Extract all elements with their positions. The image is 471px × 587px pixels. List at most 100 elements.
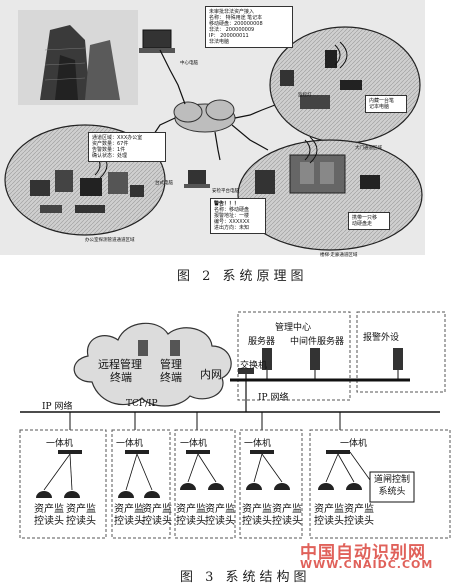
building-photo <box>18 10 138 105</box>
terminal-icons <box>138 340 180 356</box>
figure-2-caption: 图 2 系统原理图 <box>177 269 308 284</box>
unit-label: 一体机 <box>340 439 368 449</box>
remote-terminal-line: 终端 <box>110 371 132 384</box>
reader-label-line: 控读头 <box>34 516 64 527</box>
remote-terminal-label: 远程管理 终端 <box>98 358 142 384</box>
region-stairs-label: 楼梯·走廊通道区域 <box>320 253 358 258</box>
reader-label: 资产监控读头 <box>242 504 272 528</box>
mgmt-terminal-line: 终端 <box>160 371 182 384</box>
reader-label-line: 资产监 <box>272 504 302 515</box>
center-pc-label: 中心电脑 <box>180 61 198 66</box>
reader-label-line: 资产监 <box>142 504 172 515</box>
reader-label: 资产监控读头 <box>114 504 144 528</box>
note-line: 确认状态：处理 <box>92 153 128 159</box>
note-line: 资产数量：67件 <box>92 141 129 147</box>
security-terminal-icon <box>184 170 210 188</box>
gate-control-box <box>369 471 415 503</box>
mgmt-center-label: 管理中心 <box>275 323 312 333</box>
remote-terminal-line: 远程管理 <box>98 358 142 371</box>
note-line: 名称： 特殊用途 笔记本 <box>209 15 263 21</box>
note-line: 内藏一台笔 <box>369 98 395 104</box>
mgmt-terminal-label: 管理 终端 <box>160 358 182 384</box>
mgmt-center-box <box>237 311 351 401</box>
reader-label-line: 控读头 <box>176 516 206 527</box>
guard-lamp-label: 监控灯 <box>298 93 312 98</box>
note-line: 名称：移动硬盘 <box>214 207 250 213</box>
ip-network-left-label: IP 网络 <box>42 402 73 412</box>
reader-label: 资产监控读头 <box>34 504 64 528</box>
note-line: 进出方向：未知 <box>214 225 250 231</box>
note-line: 编号：XXXXXX <box>214 219 250 225</box>
note-line: 通道区域：XXX办公室 <box>92 135 143 141</box>
figure-2-system-principle: 未审批非法资产接入 名称： 特殊用途 笔记本 移动硬盘：200000008 非法… <box>0 0 471 284</box>
gate-control-line: 系统头 <box>378 487 406 497</box>
alarm-note: 警告！！！ 名称：移动硬盘 报警地址：一楼 编号：XXXXXX 进出方向：未知 <box>210 198 266 234</box>
watermark-cn: 中国自动识别网 <box>300 543 426 563</box>
note-line: IP： 200000011 <box>209 33 249 39</box>
unit-label: 一体机 <box>116 439 144 449</box>
region-office-label: 办公室探测管道通道区域 <box>85 238 135 243</box>
reader-label-line: 控读头 <box>142 516 172 527</box>
reader-label: 资产监控读头 <box>176 504 206 528</box>
note-line: 携带一只移 <box>352 215 378 221</box>
reader-label-line: 资产监 <box>176 504 206 515</box>
reader-label-line: 资产监 <box>242 504 272 515</box>
note-line: 报警地址：一楼 <box>214 213 250 219</box>
reader-label: 资产监控读头 <box>142 504 172 528</box>
security-terminal-label: 安检平台电脑 <box>212 189 239 194</box>
reader-label-line: 控读头 <box>242 516 272 527</box>
note-line: 警告！！！ <box>214 201 240 207</box>
reader-label: 资产监控读头 <box>344 504 374 528</box>
drop-lines <box>69 412 341 430</box>
cloud-shape <box>73 322 232 407</box>
tcp-ip-label: TCP/IP <box>126 399 158 409</box>
alarm-box <box>356 311 446 393</box>
reader-label: 资产监控读头 <box>314 504 344 528</box>
network-cloud <box>173 99 236 133</box>
reader-label-line: 控读头 <box>114 516 144 527</box>
note-line: 非法电脑 <box>209 39 230 45</box>
reader-label: 资产监控读头 <box>66 504 96 528</box>
region-gate-label: 大门通道区域 <box>355 146 382 151</box>
dome-connectors <box>43 451 371 491</box>
unit-label: 一体机 <box>244 439 272 449</box>
reader-label-line: 控读头 <box>66 516 96 527</box>
stairs-devices <box>255 136 380 194</box>
server-icons <box>262 348 403 370</box>
ip-network-right-label: IP 网络 <box>258 393 289 403</box>
mgmt-terminal-line: 管理 <box>160 358 182 371</box>
note-line: 告警数量：1件 <box>92 147 126 153</box>
note-line: 非法： 200000009 <box>209 27 255 33</box>
unit-devices <box>58 450 350 454</box>
figure-3-drawing <box>19 311 451 539</box>
reader-label-line: 资产监 <box>344 504 374 515</box>
office-devices <box>30 151 144 213</box>
note-line: 记本电脑 <box>369 104 390 110</box>
reader-label-line: 控读头 <box>272 516 302 527</box>
unit-boxes <box>19 429 451 539</box>
reader-domes <box>36 483 362 498</box>
middleware-server-label: 中间件服务器 <box>290 337 345 347</box>
reader-label-line: 控读头 <box>205 516 235 527</box>
gate-devices <box>280 41 362 109</box>
door-laptop-note: 内藏一台笔 记本电脑 <box>365 95 407 113</box>
unit-label: 一体机 <box>180 439 208 449</box>
reader-label-line: 控读头 <box>344 516 374 527</box>
note-line: 未审批非法资产接入 <box>209 9 255 15</box>
reader-label-line: 资产监 <box>314 504 344 515</box>
switch-label: 交换机 <box>240 361 268 371</box>
unit-label: 一体机 <box>46 439 74 449</box>
gate-control-label: 道闸控制 系统头 <box>372 474 412 498</box>
server-label: 服务器 <box>248 337 276 347</box>
figure-3-system-structure: 远程管理 终端 管理 终端 内网 管理中心 服务器 中间件服务器 报警外设 交换… <box>0 290 471 587</box>
top-illegal-asset-note: 未审批非法资产接入 名称： 特殊用途 笔记本 移动硬盘：200000008 非法… <box>205 6 293 48</box>
office-status-note: 通道区域：XXX办公室 资产数量：67件 告警数量：1件 确认状态：处理 <box>88 132 166 162</box>
reader-label-line: 资产监 <box>114 504 144 515</box>
note-line: 动硬盘走 <box>352 221 373 227</box>
note-line: 移动硬盘：200000008 <box>209 21 263 27</box>
switch-icon <box>238 368 254 374</box>
figure-3-caption: 图 3 系统结构图 <box>180 570 311 585</box>
gate-control-line: 道闸控制 <box>373 475 410 485</box>
desktop-label: 台式电脑 <box>155 181 173 186</box>
reader-label: 资产监控读头 <box>205 504 235 528</box>
